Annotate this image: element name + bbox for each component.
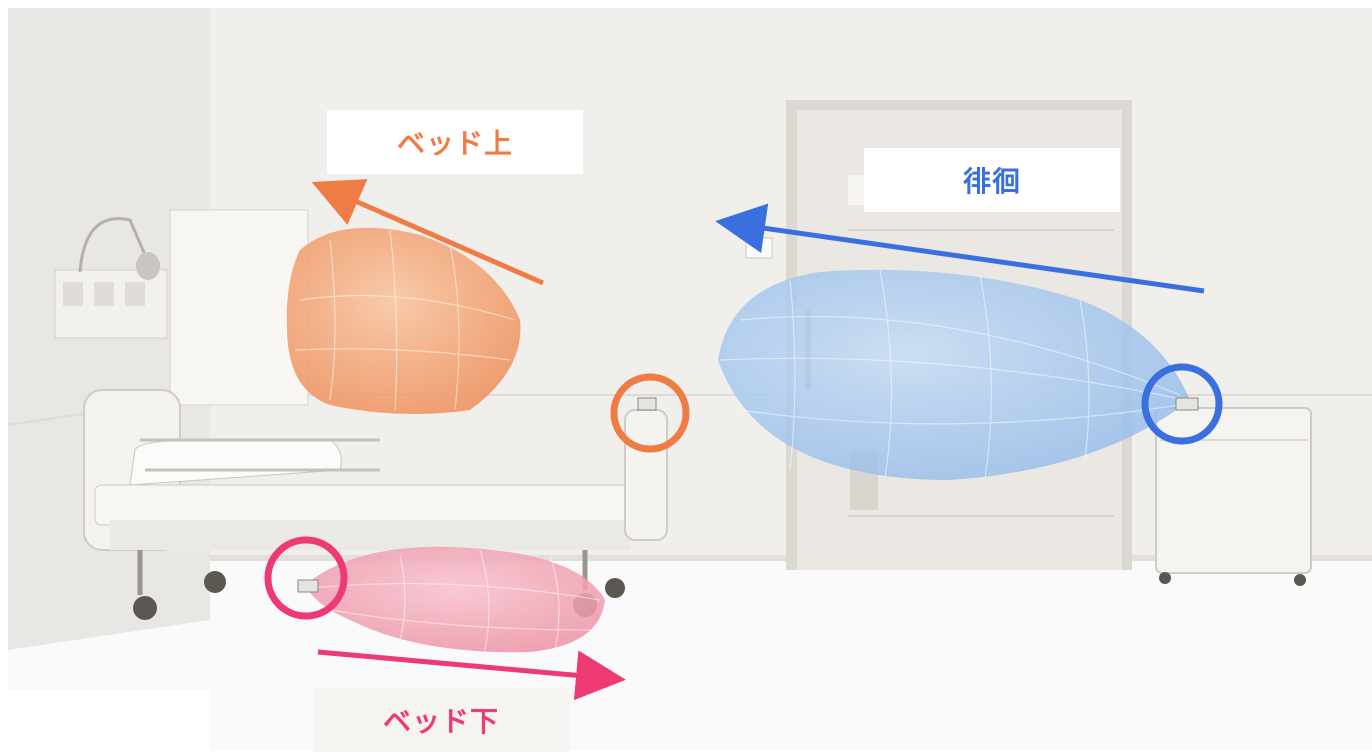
hospital-bed (83, 389, 668, 620)
sensor-bed-top (637, 397, 657, 411)
label-bed-under: ベッド下 (313, 688, 569, 752)
wall-switch (745, 237, 773, 259)
sensor-wander (1175, 397, 1199, 411)
arrow-bed-under (317, 649, 626, 701)
label-bed-top-text: ベッド上 (396, 127, 513, 160)
label-bed-under-text: ベッド下 (382, 705, 499, 738)
headboard-unit (54, 209, 309, 406)
sensor-ring-wander (1141, 363, 1223, 445)
sensor-ring-bed-top (610, 373, 690, 453)
sensor-ring-bed-under (264, 536, 348, 620)
arrow-wander (715, 203, 1205, 294)
detection-zone-bed-top (286, 227, 521, 414)
arrow-bed-top (311, 179, 545, 286)
detection-zone-wander (718, 269, 1190, 480)
bedside-cabinet (1155, 407, 1312, 586)
sensor-bed-under (297, 579, 319, 593)
label-bed-top: ベッド上 (327, 110, 583, 174)
detection-zone-bed-under (305, 546, 605, 653)
label-wander: 徘徊 (864, 148, 1120, 212)
label-wander-text: 徘徊 (962, 165, 1021, 198)
